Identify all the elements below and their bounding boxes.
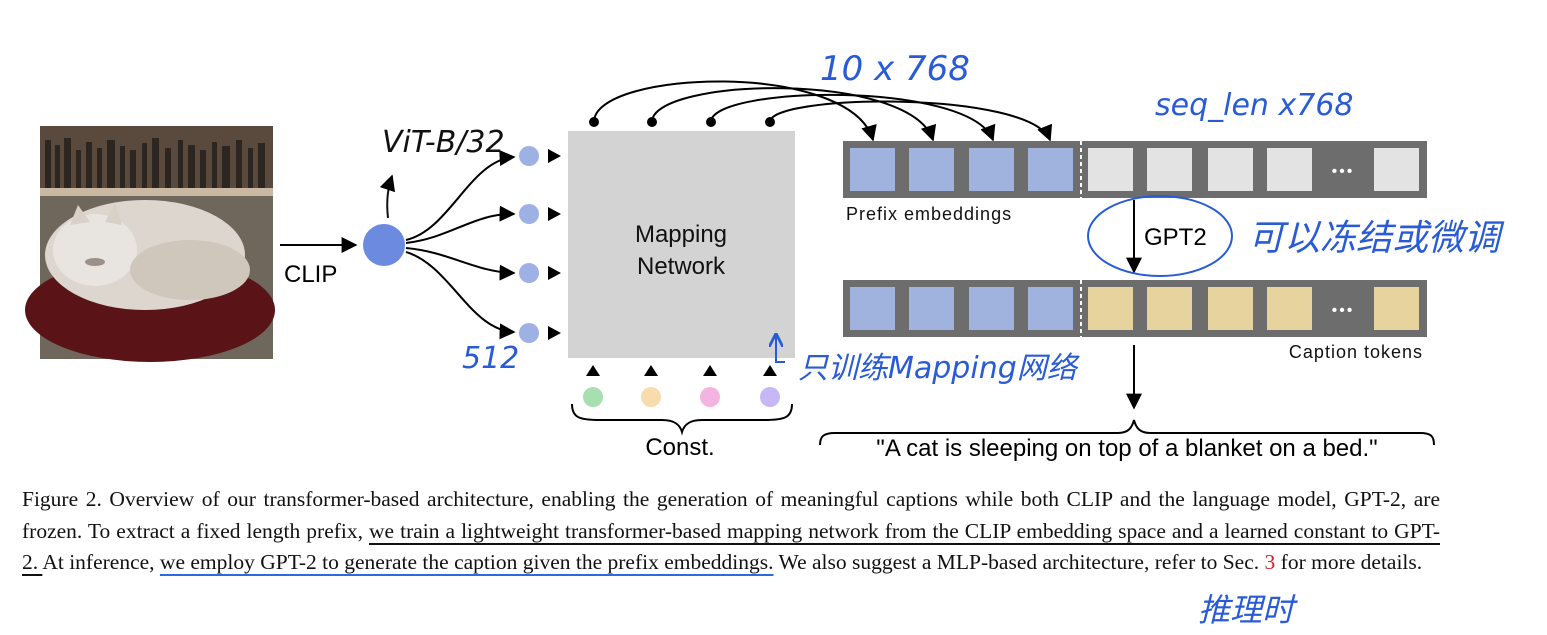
- caption-underlined-inference: we employ GPT-2 to generate the caption …: [159, 550, 774, 574]
- caption-part-4: for more details.: [1275, 550, 1423, 574]
- caption-tokens-label: Caption tokens: [1289, 342, 1423, 362]
- prefix-shape-annotation: 10 x 768: [820, 49, 970, 89]
- mapping-note-arrow: [776, 336, 785, 363]
- vit-annotation: ViT-B/32: [382, 125, 505, 160]
- prefix-embeddings-label: Prefix embeddings: [846, 204, 1012, 224]
- mapping-network-label-1: Mapping: [635, 221, 727, 248]
- const-label: Const.: [645, 434, 714, 461]
- output-caption-text: "A cat is sleeping on top of a blanket o…: [876, 435, 1377, 462]
- prefix-embedding-strip: [843, 141, 1427, 198]
- dim-512-annotation: 512: [462, 341, 519, 376]
- section-reference-link[interactable]: 3: [1264, 550, 1276, 574]
- caption-part-3: We also suggest a MLP-based architecture…: [773, 550, 1265, 574]
- clip-embedding-dot: [363, 224, 405, 266]
- const-inputs: [571, 365, 793, 436]
- gpt2-handwritten-circle: [1087, 195, 1233, 277]
- cat-photo: [25, 126, 275, 362]
- mapping-network-label-2: Network: [637, 253, 726, 280]
- inference-note-annotation: 推理时: [1198, 591, 1295, 629]
- mapping-network-box: [568, 131, 795, 358]
- prefix-input-dots: [519, 146, 561, 343]
- gpt2-label: GPT2: [1144, 224, 1207, 251]
- caption-part-1: Figure 2. Overview of our transformer-ba…: [22, 487, 1440, 543]
- caption-token-strip: [843, 280, 1427, 337]
- gpt2-note-annotation: 可以冻结或微调: [1248, 218, 1505, 259]
- mapping-note-annotation: 只训练Mapping网络: [798, 351, 1081, 386]
- vit-up-arrow: [379, 174, 396, 219]
- caption-underlined-training: we train a lightweight transformer-based…: [22, 518, 1440, 575]
- architecture-diagram: CLIP Mapping Network: [25, 49, 1505, 462]
- bottom-ellipsis: •••: [1332, 302, 1355, 319]
- seq-shape-annotation: seq_len x768: [1155, 88, 1354, 123]
- figure-caption: Figure 2. Overview of our transformer-ba…: [22, 484, 1440, 579]
- caption-part-2: At inference,: [42, 550, 160, 574]
- clip-label: CLIP: [284, 261, 337, 288]
- top-ellipsis: •••: [1332, 163, 1355, 180]
